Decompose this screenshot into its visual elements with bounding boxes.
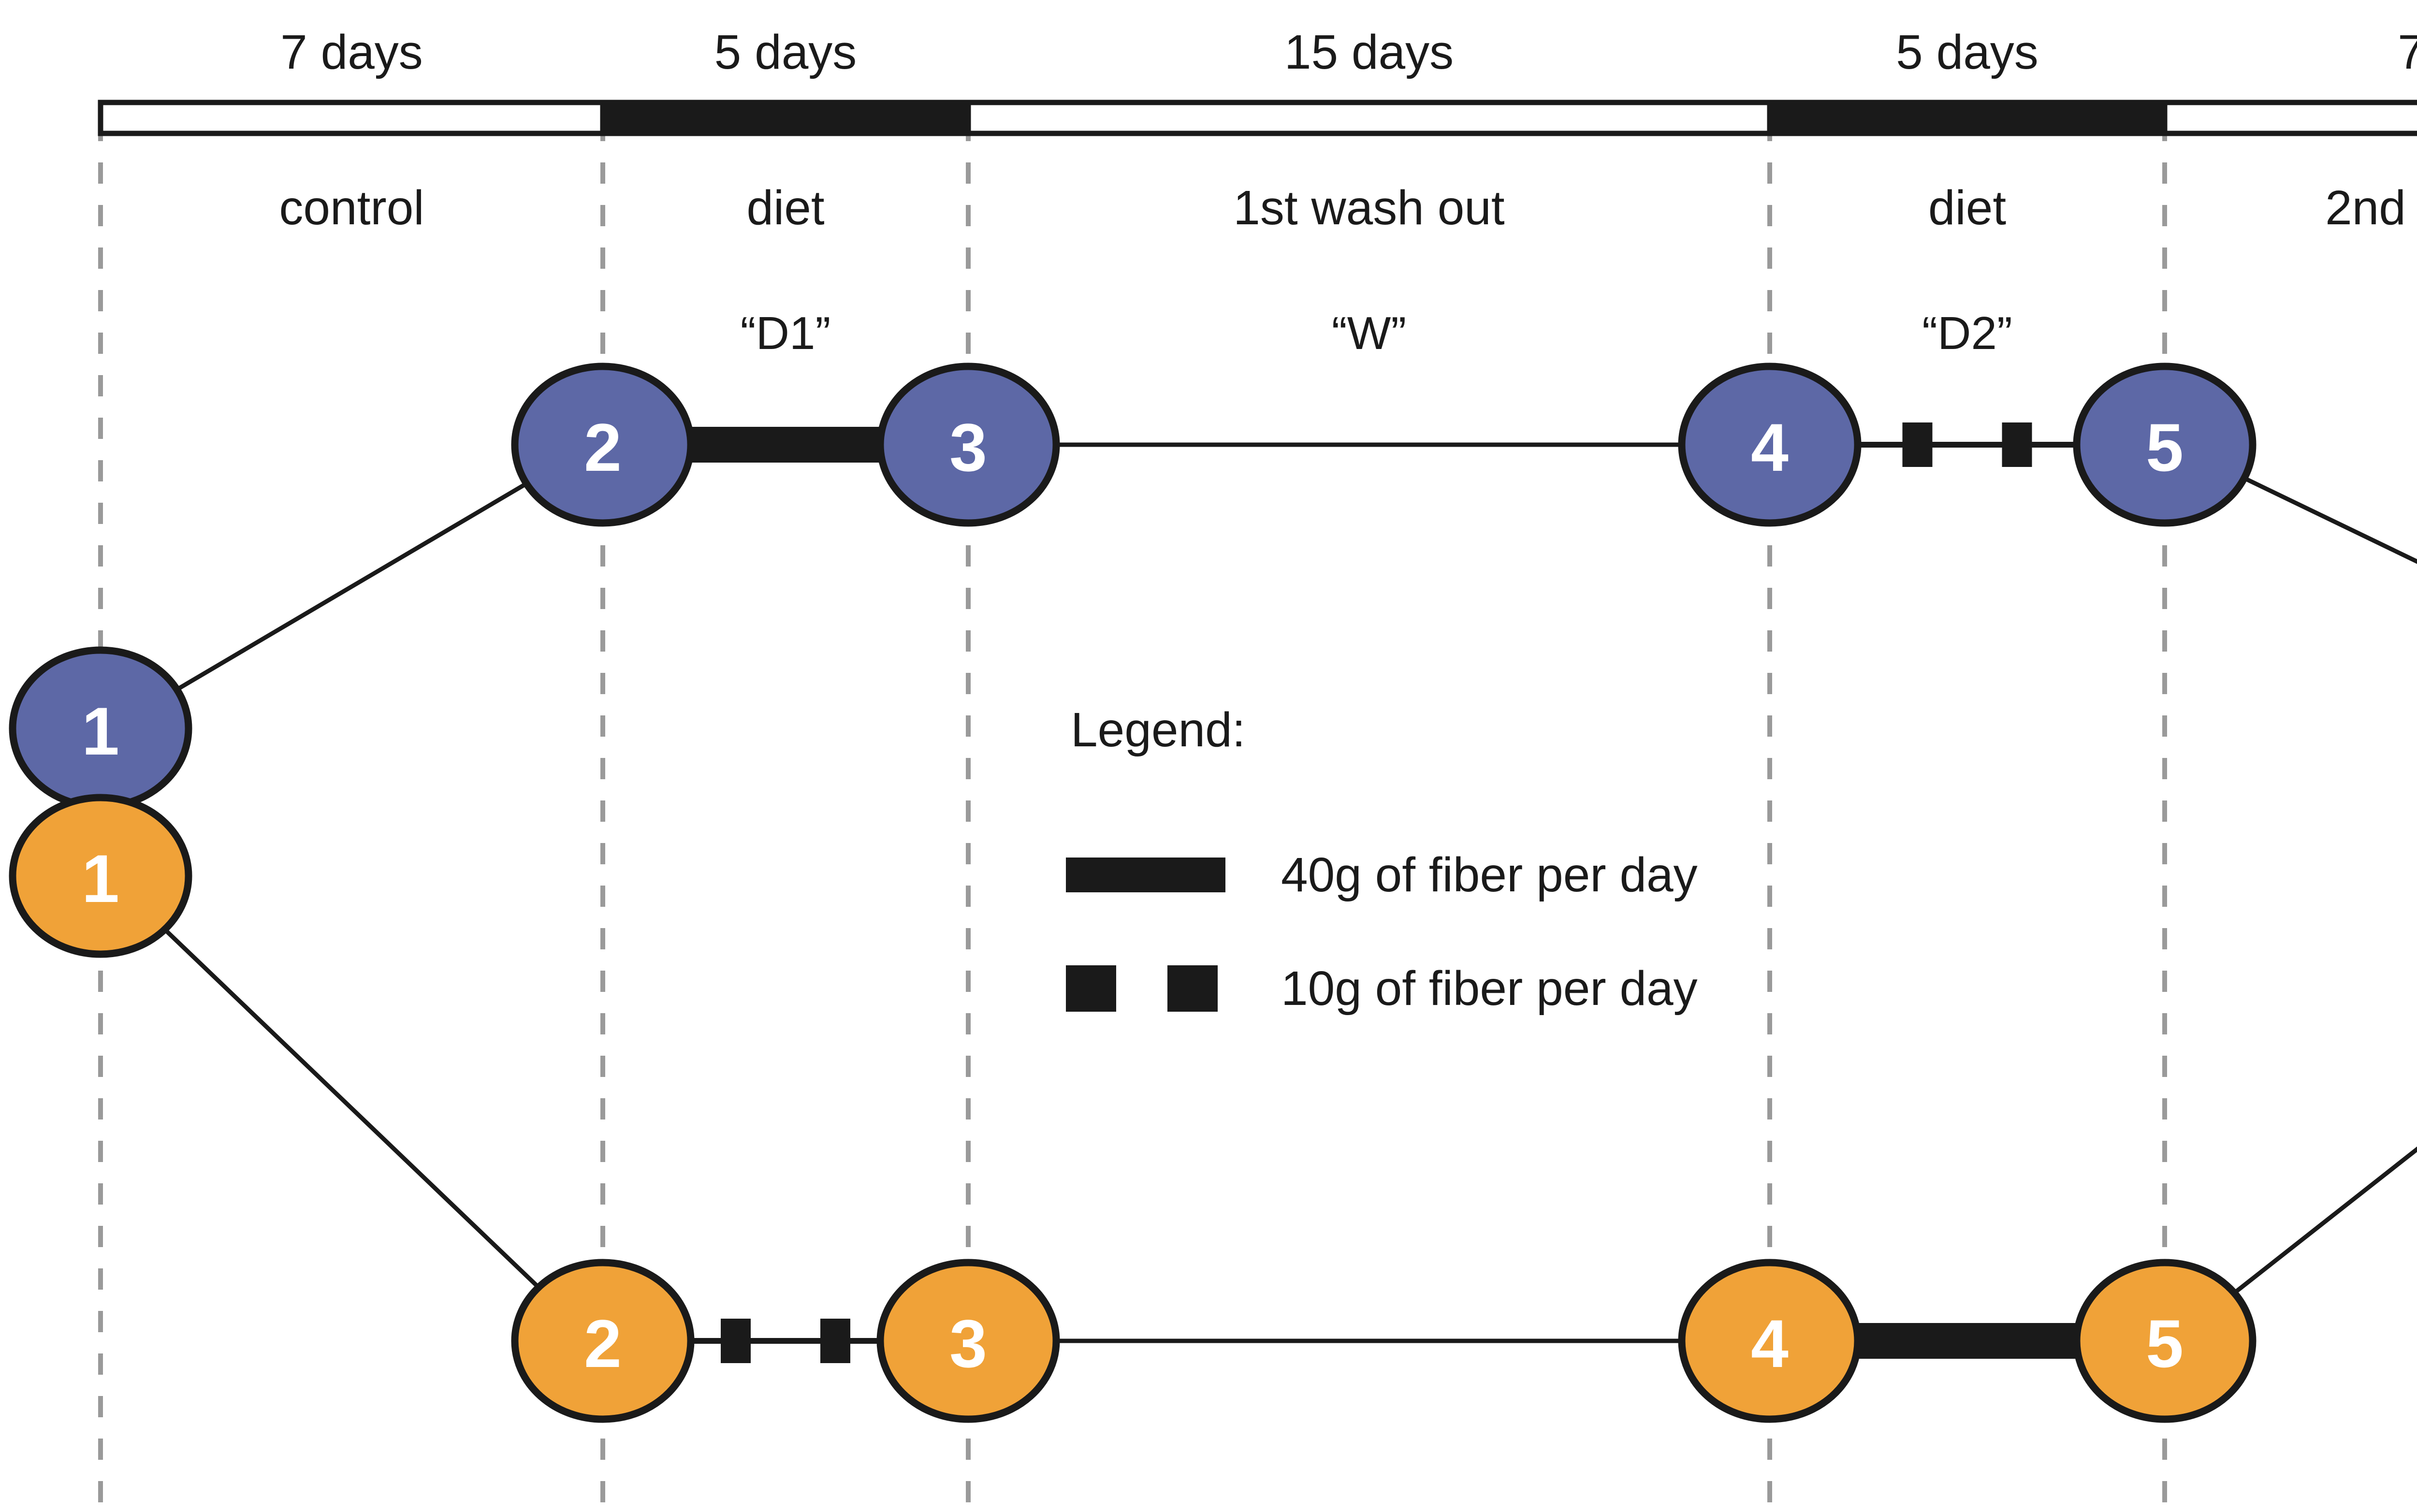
phase-label-control: control: [279, 181, 424, 235]
node-label-arm-blue-3: 4: [1751, 409, 1789, 485]
link-thick-40g-arm-orange-3: [1850, 1323, 2084, 1359]
code-label-washout1: “W”: [1331, 307, 1407, 359]
timeline-segment-diet2: [1767, 100, 2168, 136]
node-label-arm-blue-4: 5: [2146, 409, 2184, 485]
code-label-diet1: “D1”: [740, 307, 831, 359]
phase-label-washout2: 2nd wash out: [2325, 181, 2417, 235]
node-arm-orange-3[interactable]: [876, 1259, 1060, 1423]
code-label-diet2: “D2”: [1922, 307, 2012, 359]
node-arm-blue-5[interactable]: [2073, 363, 2257, 527]
phase-label-washout1: 1st wash out: [1233, 181, 1505, 235]
node-label-arm-orange-3: 4: [1751, 1306, 1789, 1381]
phase-guide-lines: [98, 120, 2167, 1512]
timeline-segment-washout2: [2162, 100, 2417, 136]
arm-links: [158, 422, 2417, 1363]
duration-label-washout2: 7 days: [2398, 25, 2417, 79]
duration-label-washout1: 15 days: [1284, 25, 1454, 79]
phase-label-diet2: diet: [1928, 181, 2007, 235]
timeline-bar: [98, 100, 2417, 136]
node-label-arm-blue-0: 1: [82, 693, 119, 769]
timeline-segment-diet1: [600, 100, 971, 136]
node-label-arm-orange-1: 2: [584, 1306, 622, 1381]
node-arm-orange-2[interactable]: [511, 1259, 695, 1423]
duration-label-control: 7 days: [280, 25, 423, 79]
node-arm-blue-2[interactable]: [511, 363, 695, 527]
legend-swatches: [1066, 858, 1225, 1012]
duration-label-diet1: 5 days: [714, 25, 857, 79]
link-block-10g-arm-blue-3-1: [2002, 422, 2032, 467]
link-block-10g-arm-blue-3-0: [1902, 422, 1933, 467]
link-thin-arm-orange-4: [2228, 1146, 2417, 1299]
node-arm-orange-4[interactable]: [1678, 1259, 1862, 1423]
node-label-arm-blue-1: 2: [584, 409, 622, 485]
phase-label-diet1: diet: [746, 181, 825, 235]
legend-title: Legend:: [1071, 703, 1246, 757]
node-label-arm-orange-0: 1: [82, 841, 119, 916]
node-arm-blue-4[interactable]: [1678, 363, 1862, 527]
link-thick-40g-arm-blue-1: [684, 427, 888, 463]
link-block-10g-arm-orange-1-1: [820, 1319, 850, 1363]
node-label-arm-orange-2: 3: [949, 1306, 987, 1381]
link-thin-arm-blue-0: [170, 478, 534, 695]
legend-swatch-dashed-10g-1: [1167, 965, 1218, 1012]
timeline-segment-control: [98, 100, 606, 136]
legend-label-0: 40g of fiber per day: [1281, 848, 1698, 902]
node-arm-orange-5[interactable]: [2073, 1259, 2257, 1423]
legend-swatch-solid-40g: [1066, 858, 1225, 892]
node-label-arm-blue-2: 3: [949, 409, 987, 485]
node-arm-blue-3[interactable]: [876, 363, 1060, 527]
arm-nodes: [9, 363, 2257, 1423]
link-thin-arm-blue-4: [2237, 473, 2417, 564]
legend-swatch-dashed-10g-0: [1066, 965, 1116, 1012]
link-block-10g-arm-orange-1-0: [721, 1319, 751, 1363]
legend-label-1: 10g of fiber per day: [1281, 961, 1698, 1016]
link-thin-arm-orange-0: [158, 923, 545, 1294]
timeline-segment-washout1: [965, 100, 1773, 136]
duration-label-diet2: 5 days: [1896, 25, 2038, 79]
node-label-arm-orange-4: 5: [2146, 1306, 2184, 1381]
node-arm-orange-1[interactable]: [9, 794, 192, 958]
